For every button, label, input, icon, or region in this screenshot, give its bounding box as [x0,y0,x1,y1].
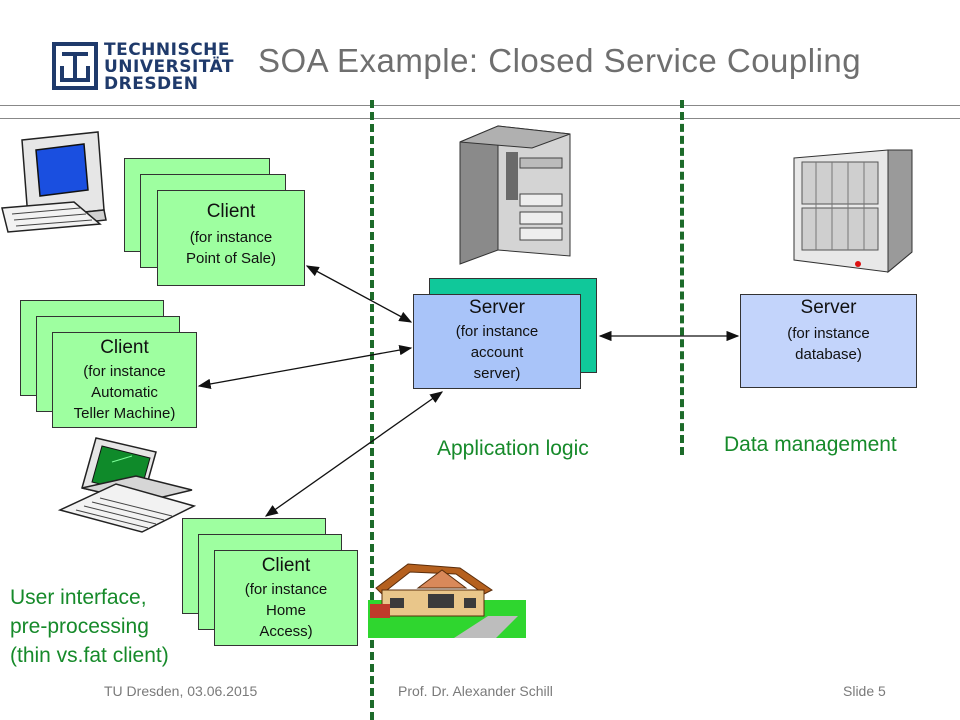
server-tower-icon [459,125,571,265]
account-server-line3: server) [473,365,521,382]
client-home-line2: Home [265,602,306,619]
database-server-box[interactable]: Server (for instance database) [740,294,917,388]
tu-dresden-logo-icon [52,42,98,90]
zone-label-app: Application logic [437,437,589,460]
account-server-line2: account [470,344,524,361]
client-atm-line3: Teller Machine) [73,405,176,422]
footer-right: Slide 5 [843,683,886,699]
database-server-line2: database) [795,346,862,363]
logo-line-1: TECHNISCHE [104,40,231,60]
database-server-line1: (for instance [787,325,870,342]
logo-text: TECHNISCHE UNIVERSITÄT DRESDEN [104,42,234,93]
tu-dresden-logo [52,42,252,94]
zone-label-ui-2: pre-processing [10,615,149,638]
client-atm-line2: Automatic [91,384,158,401]
arrow-pos-server [305,265,413,323]
slide-title: SOA Example: Closed Service Coupling [258,42,862,79]
zone-label-ui-3: (thin vs.fat client) [10,644,169,667]
client-pos-line2: Point of Sale) [185,250,277,267]
laptop-icon [57,437,196,533]
account-server-title: Server [469,297,525,318]
client-atm-title: Client [100,337,149,358]
client-home-line1: (for instance [244,581,328,598]
client-pos-line1: (for instance [189,229,273,246]
logo-line-3: DRESDEN [104,74,199,94]
client-pos-box[interactable]: Client (for instance Point of Sale) [157,190,305,286]
client-home-box[interactable]: Client (for instance Home Access) [214,550,358,646]
header-rule-bottom [0,118,960,119]
header-rule-top [0,105,960,106]
footer-center: Prof. Dr. Alexander Schill [398,683,553,699]
footer-left: TU Dresden, 03.06.2015 [104,683,258,699]
database-server-icon [793,149,913,274]
zone-label-data: Data management [724,433,897,456]
client-home-title: Client [261,555,311,576]
database-server-title: Server [800,297,857,318]
client-atm-box[interactable]: Client (for instance Automatic Teller Ma… [52,332,197,428]
logo-line-2: UNIVERSITÄT [104,57,234,77]
client-pos-title: Client [206,201,256,222]
divider-app-data [680,100,684,455]
client-atm-line1: (for instance [83,363,166,380]
house-icon [368,563,526,638]
desktop-computer-icon [1,131,107,233]
account-server-box[interactable]: Server (for instance account server) [413,294,581,389]
account-server-line1: (for instance [455,323,539,340]
client-home-line3: Access) [259,623,313,640]
arrow-atm-server [197,344,413,390]
zone-label-ui-1: User interface, [10,586,147,609]
arrow-home-server [264,391,444,517]
